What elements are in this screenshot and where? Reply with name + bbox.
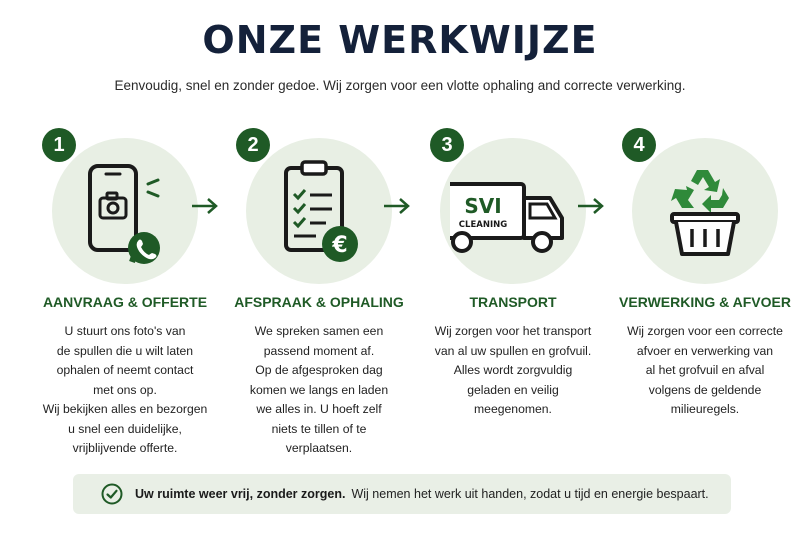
step-number: 1 [42, 128, 76, 162]
footer-text: Wij nemen het werk uit handen, zodat u t… [351, 487, 709, 501]
step-heading: AANVRAAG & OFFERTE [42, 294, 208, 310]
recycle-bin-icon [670, 170, 740, 256]
arrow-right-icon [578, 198, 604, 214]
footer-banner: Uw ruimte weer vrij, zonder zorgen. Wij … [73, 474, 731, 514]
svg-text:€: € [331, 233, 347, 258]
step-number: 4 [622, 128, 656, 162]
step-heading: TRANSPORT [469, 294, 557, 310]
truck-brand-text: SVI [464, 194, 501, 218]
arrow-right-icon [384, 198, 410, 214]
check-circle-icon [101, 483, 123, 505]
footer-headline: Uw ruimte weer vrij, zonder zorgen. [135, 487, 346, 501]
page-title: ONZE WERKWIJZE [202, 18, 598, 62]
clipboard-euro-icon: € [284, 160, 358, 262]
page-subtitle: Eenvoudig, snel en zonder gedoe. Wij zor… [114, 78, 686, 93]
recycle-icon [671, 170, 729, 213]
step-heading: AFSPRAAK & OPHALING [234, 294, 404, 310]
step-circle [632, 138, 778, 284]
truck-brand-subtext: CLEANING [459, 220, 507, 230]
step-heading: VERWERKING & AFVOER [619, 294, 791, 310]
phone-camera-whatsapp-icon [88, 164, 160, 264]
truck-icon: SVI CLEANING [450, 182, 564, 253]
step-number: 2 [236, 128, 270, 162]
arrow-right-icon [192, 198, 218, 214]
step-number: 3 [430, 128, 464, 162]
